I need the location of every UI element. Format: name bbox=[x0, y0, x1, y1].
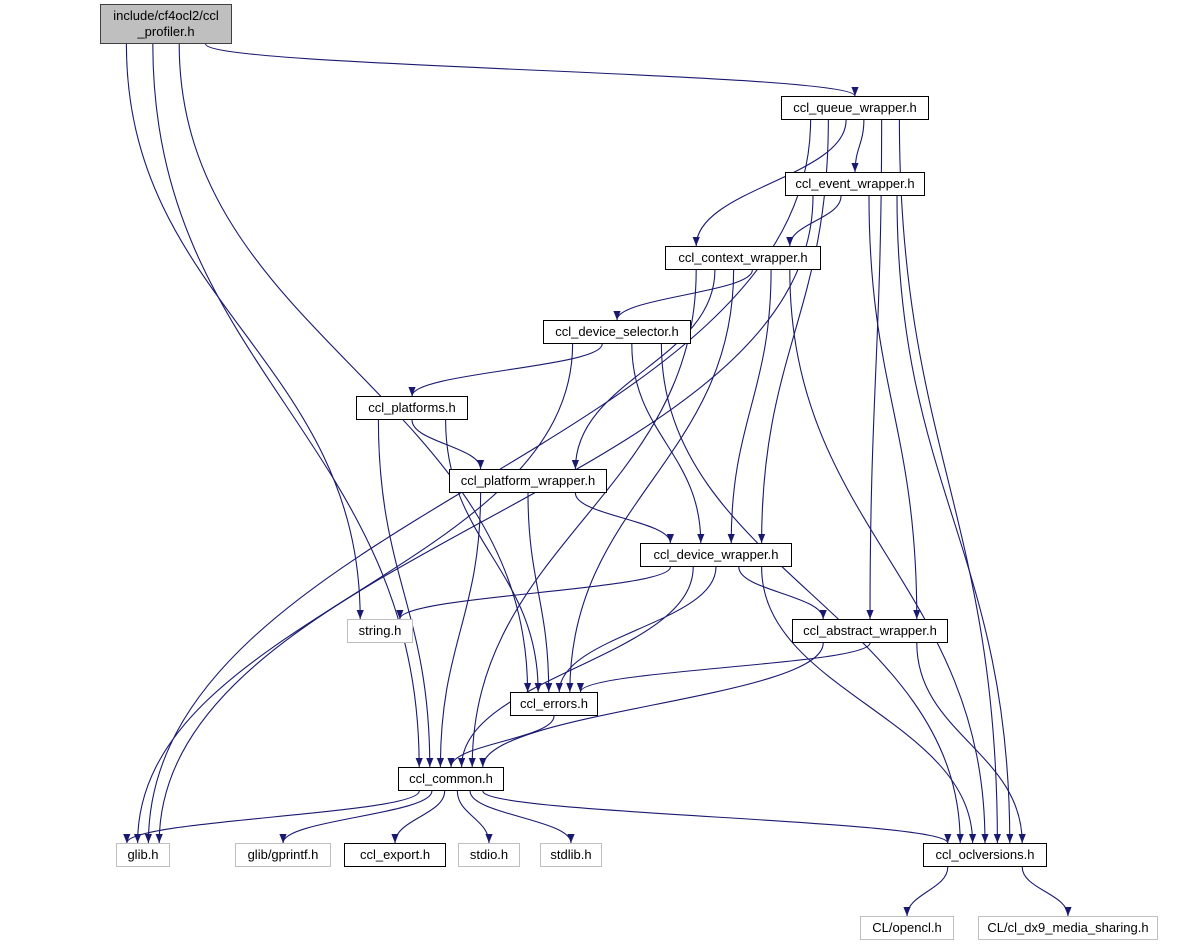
node-oclversions[interactable]: ccl_oclversions.h bbox=[923, 843, 1047, 867]
edge-common-to-export bbox=[391, 790, 446, 844]
edge-abstract-to-common bbox=[479, 642, 824, 768]
edge-platforms-to-errors bbox=[445, 419, 542, 693]
edge-queue-to-abstract bbox=[866, 119, 883, 620]
edge-device-to-abstract bbox=[738, 566, 827, 620]
edge-device-to-string bbox=[396, 566, 671, 620]
node-device[interactable]: ccl_device_wrapper.h bbox=[640, 543, 792, 567]
node-abstract[interactable]: ccl_abstract_wrapper.h bbox=[792, 619, 948, 643]
edge-context-to-oclversions bbox=[789, 269, 989, 844]
node-root[interactable]: include/cf4ocl2/ccl _profiler.h bbox=[100, 4, 232, 44]
edge-queue-to-oclversions bbox=[898, 119, 1001, 844]
edge-root-to-errors bbox=[178, 43, 532, 693]
edge-oclversions-to-opencl bbox=[903, 866, 949, 917]
node-opencl[interactable]: CL/opencl.h bbox=[860, 916, 954, 940]
node-platform[interactable]: ccl_platform_wrapper.h bbox=[449, 469, 607, 493]
edge-event-to-context bbox=[786, 195, 842, 247]
node-stdlib[interactable]: stdlib.h bbox=[540, 843, 602, 867]
edge-context-to-common bbox=[468, 269, 697, 768]
edge-common-to-stdio bbox=[456, 790, 493, 844]
node-selector[interactable]: ccl_device_selector.h bbox=[543, 320, 691, 344]
edge-context-to-selector bbox=[613, 269, 753, 321]
node-common[interactable]: ccl_common.h bbox=[398, 767, 504, 791]
edge-device-to-oclversions bbox=[761, 566, 977, 844]
edge-common-to-oclversions bbox=[482, 790, 952, 844]
edge-queue-to-context bbox=[692, 119, 847, 247]
edge-common-to-stdlib bbox=[469, 790, 575, 844]
edge-event-to-glib bbox=[155, 195, 814, 844]
node-context[interactable]: ccl_context_wrapper.h bbox=[665, 246, 821, 270]
edge-context-to-errors bbox=[566, 269, 735, 693]
node-queue[interactable]: ccl_queue_wrapper.h bbox=[781, 96, 929, 120]
edge-selector-to-platforms bbox=[408, 343, 603, 397]
edge-errors-to-common bbox=[447, 715, 555, 768]
edge-selector-to-device bbox=[631, 343, 705, 544]
edge-queue-to-event bbox=[851, 119, 865, 173]
edge-device-to-common bbox=[458, 566, 694, 768]
edge-context-to-device bbox=[727, 269, 772, 544]
edge-platforms-to-platform bbox=[411, 419, 485, 470]
edges bbox=[123, 43, 1072, 917]
edge-platform-to-device bbox=[574, 492, 674, 544]
edge-event-to-abstract bbox=[868, 195, 921, 620]
edge-common-to-glib bbox=[123, 790, 420, 844]
edge-abstract-to-oclversions bbox=[916, 642, 1026, 844]
edge-root-to-queue bbox=[205, 43, 859, 97]
edge-platforms-to-common bbox=[377, 419, 434, 768]
node-glib[interactable]: glib.h bbox=[116, 843, 170, 867]
edge-device-to-errors bbox=[555, 566, 717, 693]
edge-selector-to-glib bbox=[134, 343, 574, 844]
edge-abstract-to-errors bbox=[576, 642, 871, 693]
edge-event-to-oclversions bbox=[896, 195, 1014, 844]
edge-platform-to-common bbox=[436, 492, 482, 768]
edge-selector-to-oclversions bbox=[660, 343, 964, 844]
edge-root-to-string bbox=[125, 43, 364, 620]
edge-common-to-gprintf bbox=[279, 790, 433, 844]
node-stdio[interactable]: stdio.h bbox=[458, 843, 520, 867]
node-gprintf[interactable]: glib/gprintf.h bbox=[235, 843, 331, 867]
node-event[interactable]: ccl_event_wrapper.h bbox=[785, 172, 925, 196]
node-platforms[interactable]: ccl_platforms.h bbox=[356, 396, 468, 420]
node-dx9[interactable]: CL/cl_dx9_media_sharing.h bbox=[978, 916, 1158, 940]
node-string[interactable]: string.h bbox=[347, 619, 413, 643]
edge-oclversions-to-dx9 bbox=[1021, 866, 1072, 917]
node-export[interactable]: ccl_export.h bbox=[344, 843, 446, 867]
node-errors[interactable]: ccl_errors.h bbox=[510, 692, 598, 716]
edge-context-to-platform bbox=[571, 269, 716, 470]
